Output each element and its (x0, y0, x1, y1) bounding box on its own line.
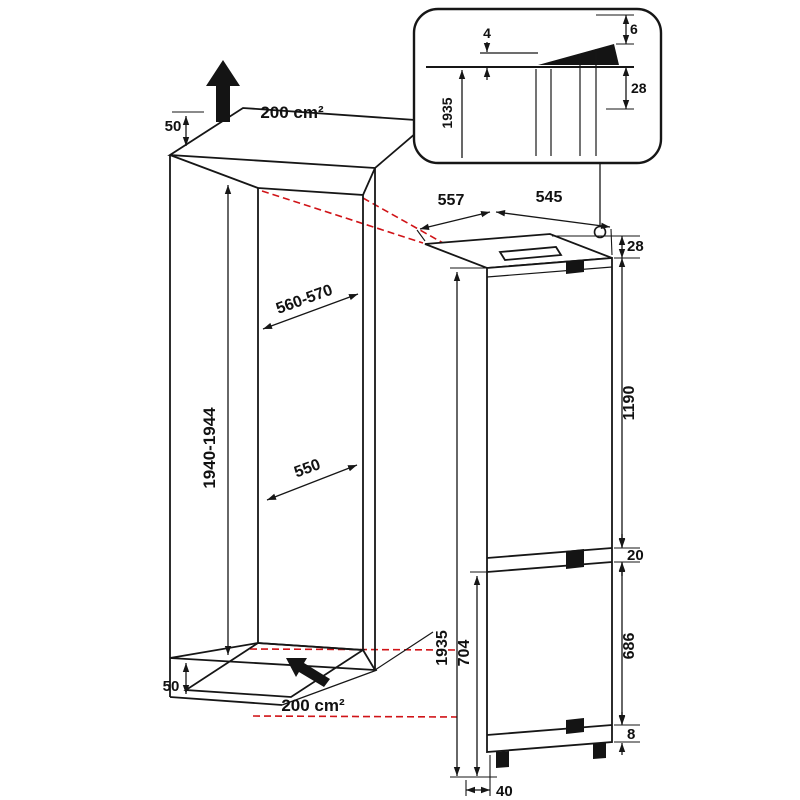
airflow-arrow-up-icon (206, 60, 240, 122)
dimension-line (266, 464, 358, 501)
lower-door-bottom-edge (486, 724, 613, 736)
dimension-line (262, 293, 359, 330)
bottom-clearance-label: 50 (163, 678, 180, 695)
dim-niche-depth: 550 (266, 456, 358, 501)
plinth-diagonal-edge (281, 669, 378, 706)
detail-panel-offset-label: 28 (631, 80, 647, 96)
detail-inset: 4 6 28 1935 (412, 7, 663, 165)
dim-bottom-clearance: 50 (163, 663, 190, 695)
upper-door-bottom-edge (486, 547, 613, 559)
dim-base-recess: 40 (465, 755, 513, 800)
extension-line (416, 229, 426, 242)
dim-appliance-depth: 557 (416, 192, 491, 242)
niche-height-label: 1940-1944 (200, 407, 219, 489)
appliance-width-label: 545 (536, 189, 563, 206)
door-gap-label: 20 (627, 547, 644, 564)
airflow-arrow-bottom-icon (286, 658, 330, 687)
dim-detail-edge-offset: 6 (596, 14, 638, 45)
dim-right-chain: 28 1190 20 686 8 (552, 235, 644, 755)
niche-inner-bottom-left-edge (169, 642, 259, 659)
appliance-depth-label: 557 (438, 192, 465, 209)
front-foot-icon (496, 751, 509, 768)
dimension-line (419, 211, 491, 230)
upper-hinge-icon (566, 260, 584, 274)
top-clearance-label: 50 (165, 118, 182, 135)
projection-line-bottom-lower (252, 715, 458, 718)
base-recess-label: 40 (496, 783, 513, 800)
dim-niche-height: 1940-1944 (200, 185, 232, 655)
freezer-door-height-label: 686 (621, 633, 638, 660)
door-top-wedge (538, 44, 619, 65)
rear-foot-icon (593, 742, 606, 759)
dimension-line (495, 210, 611, 229)
dim-top-clearance: 50 (165, 111, 204, 146)
dim-freezer-section-height: 704 (456, 571, 487, 776)
bottom-gap-label: 8 (627, 726, 635, 743)
plinth-bottom-edge (169, 696, 283, 706)
top-vent-area-label: 200 cm² (260, 103, 324, 122)
detail-top-gap-label: 4 (483, 25, 491, 41)
cabinet-bottom-depth-edge (374, 631, 434, 671)
freezer-section-height-label: 704 (456, 640, 473, 667)
dim-total-height: 1935 (434, 267, 497, 778)
niche-inner-bottom-right-edge (362, 649, 376, 671)
detail-total-height-label: 1935 (439, 97, 455, 128)
lower-door-top-edge (486, 561, 613, 573)
appliance-front-face (486, 257, 613, 753)
top-inset-label: 28 (627, 238, 644, 255)
niche-floor (183, 642, 366, 698)
total-height-label: 1935 (434, 630, 451, 666)
dim-detail-panel-offset: 28 (606, 67, 647, 110)
niche-inner-top-left-edge (169, 154, 259, 189)
bottom-vent-area-label: 200 cm² (281, 696, 345, 715)
detail-inset-frame (412, 7, 663, 165)
cabinet-bottom-front-edge (169, 657, 376, 671)
dim-detail-total-height: 1935 (439, 70, 466, 158)
dim-detail-top-gap: 4 (483, 25, 491, 80)
detail-edge-offset-label: 6 (630, 21, 638, 37)
cabinet-niche-drawing: 200 cm² 200 cm² 50 50 560-570 1940-1944 (163, 60, 434, 715)
fridge-door-height-label: 1190 (621, 386, 638, 421)
niche-inner-top-right-edge (362, 167, 376, 196)
appliance-drawing: 557 545 1935 704 40 (416, 163, 644, 800)
top-hinge-plate (498, 246, 563, 261)
door-top-edge (486, 266, 613, 278)
middle-hinge-icon (566, 549, 584, 569)
projection-line-top-back (261, 190, 424, 244)
extension-line (610, 228, 613, 256)
dim-appliance-width: 545 (495, 189, 613, 256)
lower-hinge-icon (566, 718, 584, 734)
